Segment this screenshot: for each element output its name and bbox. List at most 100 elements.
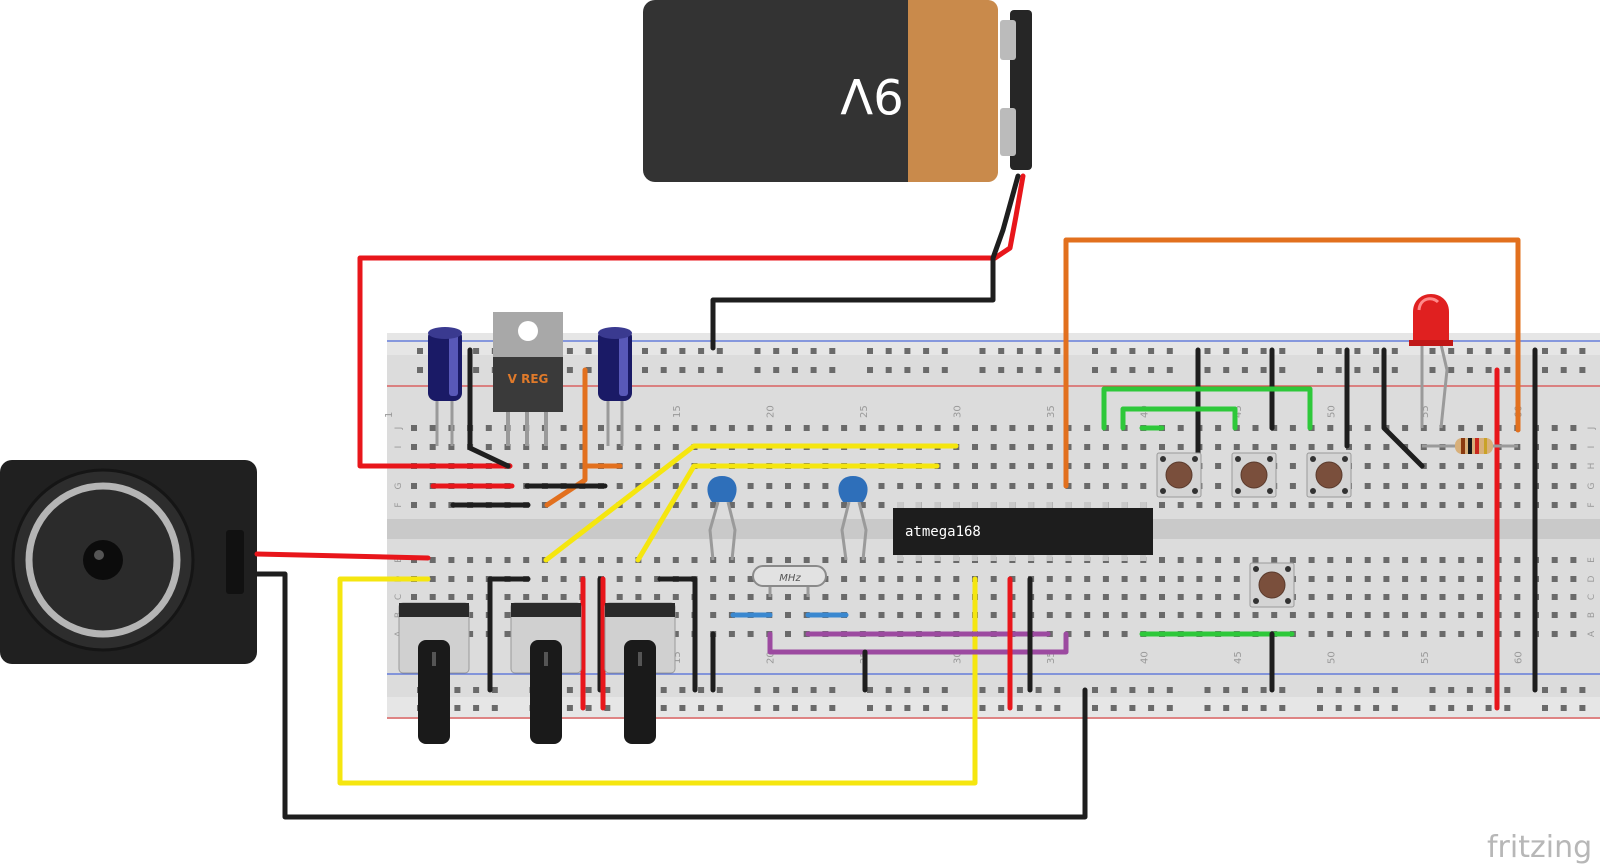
breadboard-hole [1046,612,1053,618]
breadboard-hole [822,502,829,508]
potentiometer-knob[interactable] [624,640,656,744]
breadboard-hole [429,502,436,508]
breadboard-hole [541,463,548,469]
breadboard-hole [672,425,679,431]
breadboard-hole [1327,444,1334,450]
breadboard-hole [1196,594,1203,600]
rail-hole [941,348,948,354]
potentiometer-knob[interactable] [418,640,450,744]
breadboard-hole [1439,502,1446,508]
breadboard-hole [878,425,885,431]
breadboard-hole [1402,612,1409,618]
rail-hole [1129,348,1136,354]
breadboard-hole [560,463,567,469]
rail-hole [1223,687,1230,693]
breadboard-hole [897,483,904,489]
rail-hole [1166,367,1173,373]
breadboard-hole [1439,631,1446,637]
breadboard-hole [878,557,885,563]
breadboard-hole [1046,594,1053,600]
rail-hole [585,367,592,373]
breadboard-hole [1514,483,1521,489]
rail-hole [491,705,498,711]
chip-pin [1140,502,1147,509]
potentiometer[interactable] [510,602,582,744]
rail-hole [867,367,873,373]
rail-hole [829,367,836,373]
led-red [1409,294,1453,429]
push-buttons [1156,452,1352,608]
breadboard-hole [448,576,455,582]
breadboard-hole [1271,612,1278,618]
breadboard-hole [1289,557,1296,563]
breadboard-hole [635,594,642,600]
breadboard-hole [1364,444,1371,450]
push-button[interactable] [1306,452,1352,498]
push-button[interactable] [1249,562,1295,608]
rail-hole [660,367,667,373]
rail-hole [1223,705,1230,711]
rail-hole [904,687,911,693]
breadboard-hole [1383,444,1390,450]
breadboard-hole [598,557,604,563]
breadboard-hole [1046,463,1053,469]
breadboard-hole [1102,576,1109,582]
breadboard-hole [841,502,848,508]
breadboard-hole [766,557,773,563]
breadboard-hole [1476,483,1483,489]
rail-hole [1035,348,1042,354]
breadboard-hole [1289,444,1296,450]
push-button[interactable] [1156,452,1202,498]
rail-hole [941,705,948,711]
chip-pin [1102,502,1109,509]
rail-hole [1429,348,1436,354]
rail-hole [810,687,817,693]
wire-black-battery-negative [710,173,1021,351]
rail-hole [1373,367,1380,373]
breadboard-hole [1121,576,1128,582]
rail-hole [1335,348,1342,354]
rail-hole [1110,687,1117,693]
potentiometer-knob[interactable] [530,640,562,744]
rail-hole [1466,705,1473,711]
rail-hole [1204,705,1211,711]
breadboard-hole [672,557,679,563]
breadboard-hole [1327,557,1334,563]
breadboard-hole [1327,425,1334,431]
breadboard-hole [710,502,717,508]
breadboard-hole [1458,483,1465,489]
breadboard-hole [785,612,791,618]
breadboard-hole [672,631,679,637]
chip-pin [990,502,997,509]
column-number-label: 40 [1139,405,1150,418]
breadboard-hole [1551,483,1558,489]
breadboard-hole [1402,594,1409,600]
chip-pin [1065,502,1072,509]
rail-hole [791,348,798,354]
breadboard-hole [598,425,604,431]
breadboard-hole [1439,483,1446,489]
push-button[interactable] [1231,452,1277,498]
breadboard-hole [1084,612,1091,618]
breadboard-hole [560,425,567,431]
row-letter-label: H [1587,463,1597,470]
breadboard-hole [785,557,791,563]
rail-hole [1373,705,1380,711]
chip-pin [1121,502,1128,509]
column-number-label: 20 [765,405,776,418]
breadboard-hole [429,444,436,450]
breadboard-hole [1476,576,1483,582]
potentiometer[interactable] [398,602,470,744]
breadboard-hole [822,425,829,431]
rail-hole [454,687,461,693]
row-letter-label: E [1587,557,1597,563]
breadboard-hole [710,425,717,431]
chip-pin [1027,554,1034,561]
potentiometer[interactable] [604,602,676,744]
chip-pin [897,554,903,561]
breadboard-hole [1476,425,1483,431]
rail-hole [1110,348,1117,354]
breadboard-hole [878,594,885,600]
breadboard-hole [1514,594,1521,600]
